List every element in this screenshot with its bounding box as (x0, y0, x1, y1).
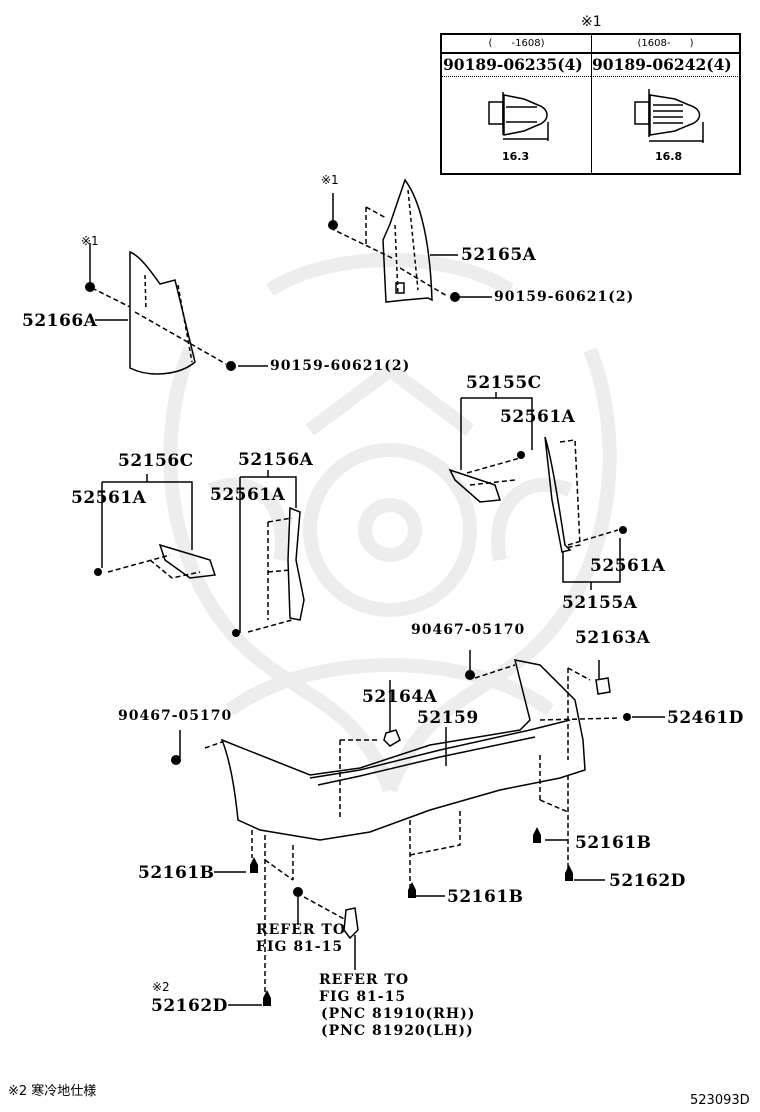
clip-fastener-icon (634, 89, 704, 143)
refer-fig-link[interactable]: FIG 81-15 (256, 939, 344, 955)
part-label-52561A[interactable]: 52561A (71, 488, 147, 508)
part-label-52155A[interactable]: 52155A (562, 593, 638, 613)
part-label-52561A[interactable]: 52561A (500, 407, 576, 427)
legend-dimension: 16.8 (655, 150, 683, 163)
legend-part-number[interactable]: 90189-06242(4) (591, 54, 740, 77)
part-label-90159-60621[interactable]: 90159-60621(2) (494, 289, 635, 305)
legend-dimension: 16.3 (502, 150, 530, 163)
part-label-52161B[interactable]: 52161B (138, 863, 215, 883)
legend-column-late: (1608- ) 90189-06242(4) 16.8 (591, 35, 740, 173)
refer-fig-link[interactable]: FIG 81-15 (319, 989, 407, 1005)
part-label-52159[interactable]: 52159 (417, 708, 479, 728)
part-label-52164A[interactable]: 52164A (362, 687, 438, 707)
part-label-52162D[interactable]: 52162D (609, 871, 686, 891)
legend-date-range: ( -1608) (442, 35, 591, 54)
part-label-52161B[interactable]: 52161B (447, 887, 524, 907)
footnote-cold-climate: ※2 寒冷地仕様 (8, 1084, 97, 1099)
part-label-52161B[interactable]: 52161B (575, 833, 652, 853)
legend-note-mark: ※1 (581, 14, 602, 30)
part-label-52166A[interactable]: 52166A (22, 311, 98, 331)
part-label-52156C[interactable]: 52156C (118, 451, 194, 471)
diagram-id: 523093D (690, 1093, 750, 1108)
note-mark: ※1 (81, 234, 99, 248)
legend-part-number[interactable]: 90189-06235(4) (442, 54, 591, 77)
legend-column-early: ( -1608) 90189-06235(4) 16.3 (442, 35, 592, 173)
part-label-52155C[interactable]: 52155C (466, 373, 542, 393)
fastener-legend-table: ( -1608) 90189-06235(4) 16.3 (1608- ) 90… (440, 33, 741, 175)
part-label-52461D[interactable]: 52461D (667, 708, 744, 728)
part-label-90467-05170[interactable]: 90467-05170 (411, 622, 526, 638)
part-label-52162D[interactable]: 52162D (151, 996, 228, 1016)
part-label-52561A[interactable]: 52561A (210, 485, 286, 505)
note-mark: ※2 (152, 980, 170, 994)
refer-to-label: REFER TO (319, 972, 410, 988)
pnc-rh-label: (PNC 81910(RH)) (321, 1006, 476, 1022)
part-label-52156A[interactable]: 52156A (238, 450, 314, 470)
refer-to-label: REFER TO (256, 922, 347, 938)
clip-fastener-icon (488, 92, 549, 141)
part-label-90159-60621[interactable]: 90159-60621(2) (270, 358, 411, 374)
part-label-52165A[interactable]: 52165A (461, 245, 537, 265)
note-mark: ※1 (321, 173, 339, 187)
part-label-90467-05170[interactable]: 90467-05170 (118, 708, 233, 724)
part-label-52163A[interactable]: 52163A (575, 628, 651, 648)
pnc-lh-label: (PNC 81920(LH)) (321, 1023, 474, 1039)
part-label-52561A[interactable]: 52561A (590, 556, 666, 576)
legend-date-range: (1608- ) (591, 35, 740, 54)
